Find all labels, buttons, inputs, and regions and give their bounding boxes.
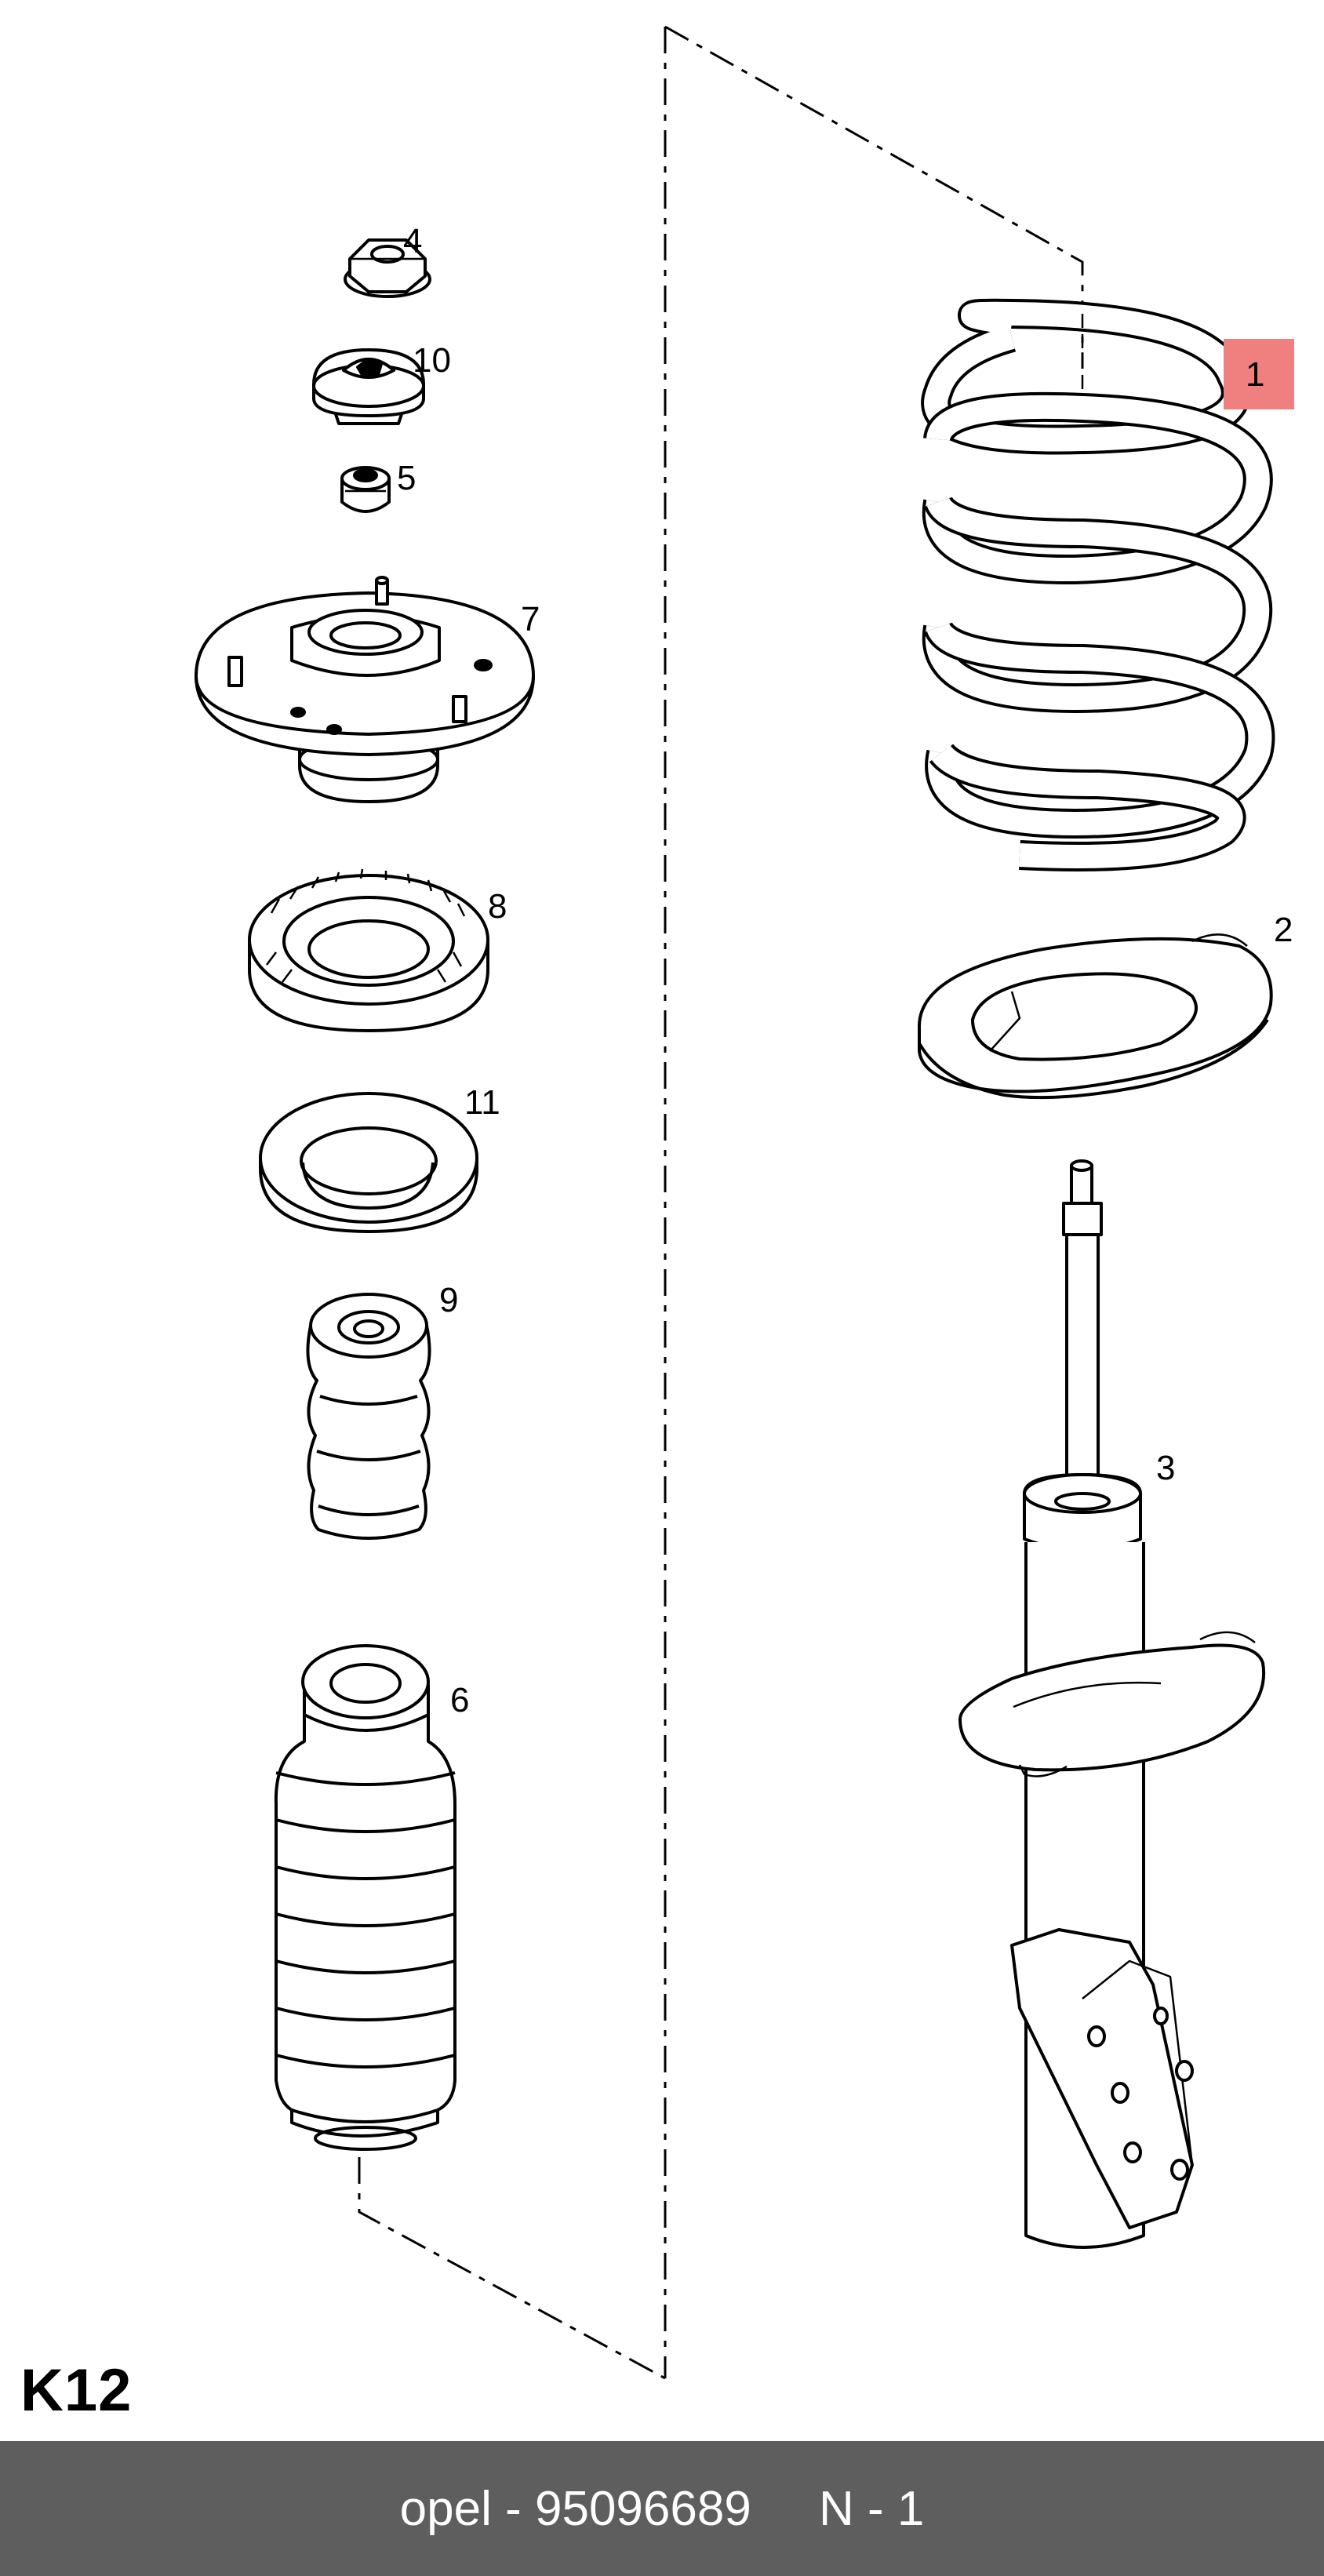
callout-9: 9 bbox=[439, 1281, 458, 1319]
part-10-dust-cap[interactable] bbox=[312, 348, 425, 425]
callout-1-highlight bbox=[1224, 339, 1294, 409]
bearing-teeth bbox=[266, 868, 466, 983]
callout-1: 1 bbox=[1246, 355, 1264, 394]
part-2-spring-seat-insulator[interactable] bbox=[917, 933, 1273, 1100]
part-1-coil-spring[interactable] bbox=[921, 298, 1275, 871]
callout-2: 2 bbox=[1274, 911, 1293, 949]
callout-8: 8 bbox=[488, 887, 507, 926]
spring-coils bbox=[921, 298, 1275, 871]
part-5-nut[interactable] bbox=[340, 466, 391, 513]
part-8-strut-bearing[interactable] bbox=[248, 868, 489, 1032]
callout-11: 11 bbox=[464, 1083, 500, 1122]
part-11-spring-seat[interactable] bbox=[259, 1092, 478, 1233]
part-7-strut-mount[interactable] bbox=[195, 576, 535, 803]
assembly-dashed-outline bbox=[358, 25, 1084, 2380]
part-3-shock-absorber-strut[interactable] bbox=[958, 1159, 1266, 2249]
part-info-footer: opel - 95096689 N - 1 bbox=[0, 2441, 1324, 2576]
callout-10: 10 bbox=[413, 341, 451, 380]
callout-7: 7 bbox=[521, 600, 540, 639]
footer-spacer bbox=[751, 2481, 819, 2537]
bump-stop-texture bbox=[316, 1395, 421, 1516]
footer-separator: - bbox=[491, 2481, 535, 2536]
callout-3: 3 bbox=[1156, 1449, 1175, 1487]
boot-bellows bbox=[275, 1771, 456, 2123]
callout-5: 5 bbox=[397, 459, 416, 497]
part-4-flange-nut[interactable] bbox=[344, 238, 431, 298]
callout-4: 4 bbox=[403, 222, 422, 260]
part-9-bump-stop[interactable] bbox=[306, 1293, 431, 1540]
footer-part-number[interactable]: 95096689 bbox=[534, 2481, 751, 2536]
footer-brand: opel bbox=[399, 2481, 492, 2536]
part-6-protective-boot[interactable] bbox=[274, 1644, 456, 2151]
footer-position-code: N - 1 bbox=[818, 2481, 925, 2536]
diagram-page-label: K12 bbox=[20, 2357, 133, 2424]
callout-6: 6 bbox=[450, 1681, 469, 1719]
exploded-parts-diagram: 4 10 5 7 bbox=[195, 25, 1294, 2380]
